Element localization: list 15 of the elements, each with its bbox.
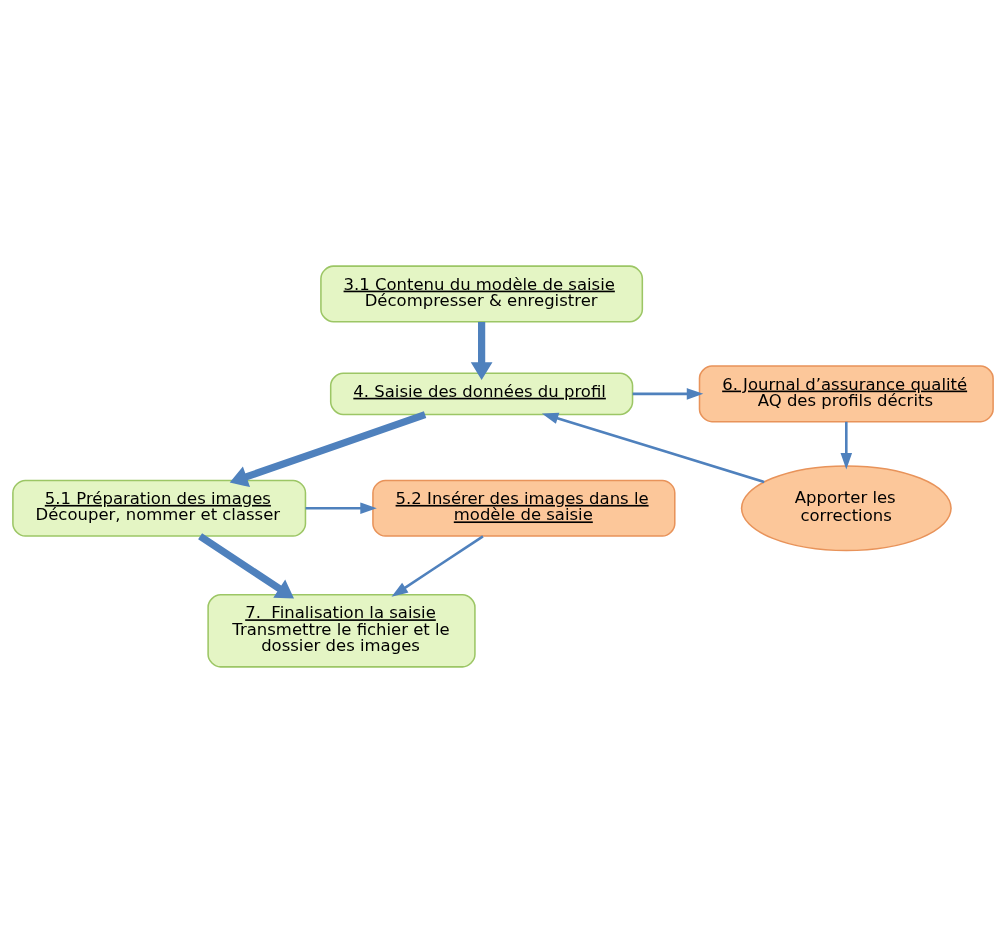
node-box: 6. Journal d’assurance qualité AQ des profils décrits [698, 365, 994, 423]
arrow [632, 388, 704, 400]
arrow [470, 321, 493, 380]
node-box: 4. Saisie des données du profil [329, 372, 634, 416]
arrow [305, 502, 377, 514]
arrow [229, 411, 427, 488]
node-box: 5.2 Insérer des images dans le modèle de saisie [372, 479, 676, 537]
arrow [198, 533, 295, 599]
node-box: 3.1 Contenu du modèle de saisie Décompresser & enregistrer [320, 265, 644, 323]
arrow [391, 535, 484, 597]
node-ellipse: Apporter les corrections [740, 465, 952, 552]
node-box: 5.1 Préparation des images Découper, nommer et classer [12, 479, 307, 537]
arrow [840, 421, 853, 470]
node-box: 7. Finalisation la saisie Transmettre le fichier et le dossier des images [207, 594, 476, 668]
arrow [541, 412, 765, 484]
